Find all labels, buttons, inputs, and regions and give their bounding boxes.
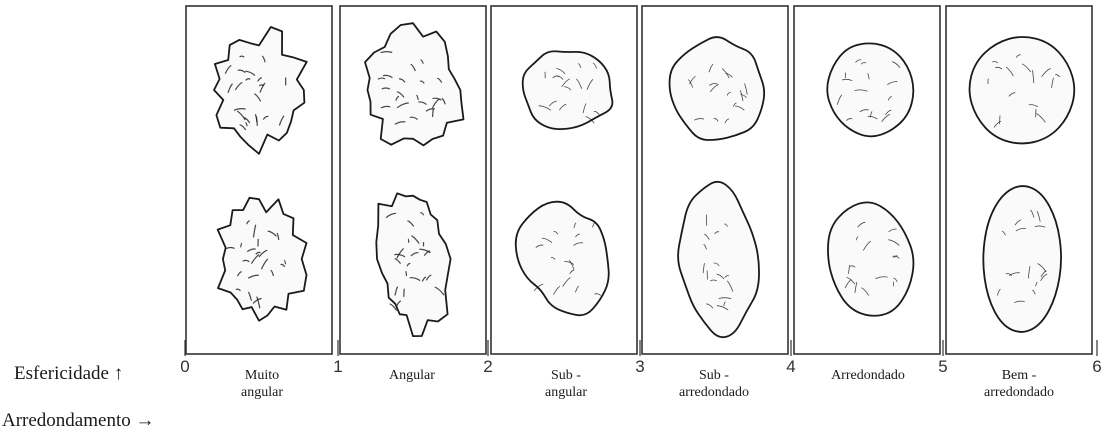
grain-bottom-sub-angular [516,202,609,316]
category-line2: angular [545,384,587,401]
grain-top-muito-angular [214,27,307,154]
category-line2: arredondado [984,384,1054,401]
category-line1: Sub - [545,367,587,384]
category-label-sub-arredondado: Sub - arredondado [679,367,749,401]
category-label-sub-angular: Sub - angular [545,367,587,401]
grain-bottom-sub-arredondado [678,182,759,337]
grain-bottom-arredondado [828,202,913,315]
grain-top-arredondado [827,43,913,136]
grain-bottom-angular [376,193,450,336]
category-label-muito-angular: Muito angular [241,367,283,401]
category-line2: arredondado [679,384,749,401]
grain-top-angular [365,23,464,145]
grain-bottom-bem-arredondado [983,186,1061,332]
tick-2: 2 [483,357,492,377]
category-line1: Arredondado [831,367,905,384]
category-line1: Angular [389,367,435,384]
tick-3: 3 [635,357,644,377]
category-label-arredondado: Arredondado [831,367,905,384]
category-label-bem-arredondado: Bem - arredondado [984,367,1054,401]
tick-0: 0 [180,357,189,377]
tick-4: 4 [786,357,795,377]
tick-6: 6 [1092,357,1101,377]
tick-1: 1 [333,357,342,377]
tick-5: 5 [938,357,947,377]
category-line1: Bem - [984,367,1054,384]
grain-top-sub-angular [523,51,613,129]
category-line1: Sub - [679,367,749,384]
category-label-angular: Angular [389,367,435,384]
x-axis-label: Arredondamento → [2,410,154,432]
grain-top-sub-arredondado [670,37,765,140]
category-line2: angular [241,384,283,401]
grain-bottom-muito-angular [218,198,307,321]
y-axis-label: Esfericidade ↑ [14,363,123,385]
grain-top-bem-arredondado [970,37,1075,143]
category-line1: Muito [241,367,283,384]
